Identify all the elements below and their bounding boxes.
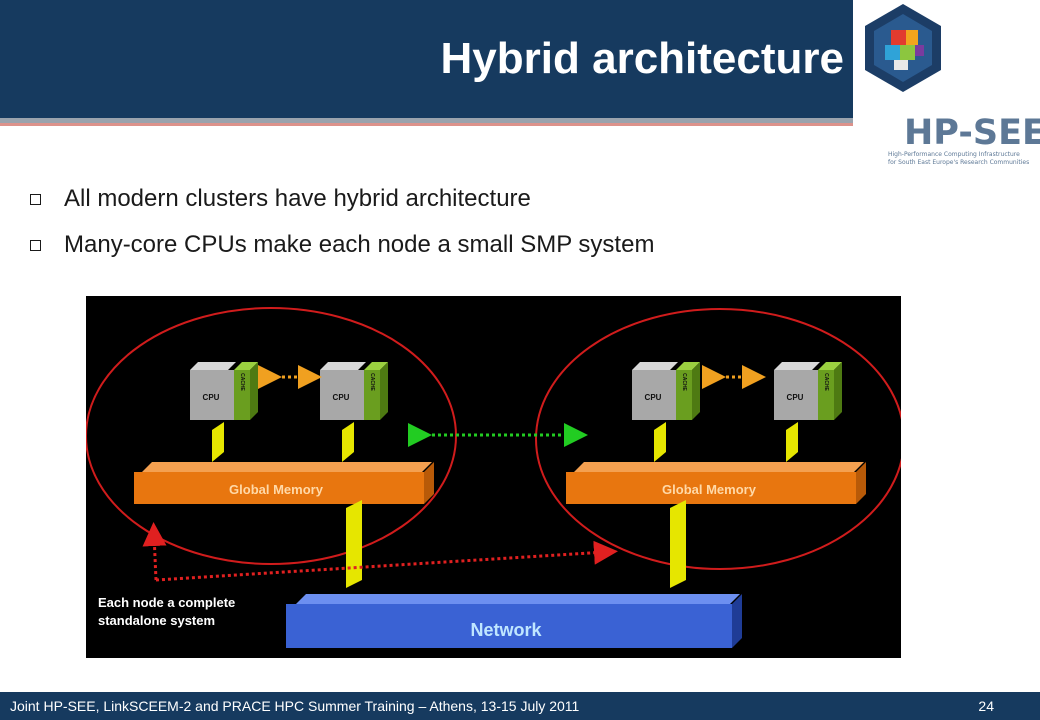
- title-divider-accent: [0, 123, 853, 126]
- node-boundary: [86, 307, 457, 565]
- title-divider: [0, 118, 853, 123]
- network-block: Network: [286, 594, 742, 648]
- logo-subtitle-1: High-Performance Computing Infrastructur…: [888, 151, 1020, 158]
- bullet-item: Many-core CPUs make each node a small SM…: [30, 222, 654, 268]
- cpu-block: CPU CACHE: [190, 362, 258, 420]
- cache-label: CACHE: [823, 373, 829, 391]
- footer-text: Joint HP-SEE, LinkSCEEM-2 and PRACE HPC …: [10, 698, 580, 714]
- memory-label: Global Memory: [229, 482, 324, 497]
- hybrid-architecture-diagram: CPU CACHE CPU CACHE Global Memory: [86, 296, 901, 658]
- square-bullet-icon: [30, 239, 41, 251]
- annotation-pointer: [155, 540, 618, 582]
- square-bullet-icon: [30, 193, 41, 205]
- cpu-label: CPU: [645, 393, 662, 402]
- title-bar: [0, 0, 853, 118]
- cpu-label: CPU: [203, 393, 220, 402]
- node-boundary: [535, 308, 901, 570]
- hp-see-logo: HP-SEE High-Performance Computing Infras…: [858, 0, 1040, 170]
- bullet-item: All modern clusters have hybrid architec…: [30, 176, 654, 222]
- footer-bar: Joint HP-SEE, LinkSCEEM-2 and PRACE HPC …: [0, 692, 1040, 720]
- cpu-block: CPU CACHE: [774, 362, 842, 420]
- cpu-label: CPU: [333, 393, 350, 402]
- cpu-memory-arrow: [786, 422, 798, 462]
- global-memory-block: Global Memory: [566, 462, 866, 504]
- cpu-memory-arrow: [212, 422, 224, 462]
- annotation-line-2: standalone system: [98, 613, 215, 628]
- cache-label: CACHE: [681, 373, 687, 391]
- logo-text: HP-SEE: [904, 113, 1040, 153]
- logo-subtitle-2: for South East Europe's Research Communi…: [888, 159, 1029, 166]
- cache-label: CACHE: [239, 373, 245, 391]
- node-1: CPU CACHE CPU CACHE Global Memory: [86, 307, 457, 588]
- bullet-list: All modern clusters have hybrid architec…: [30, 176, 654, 268]
- annotation-line-1: Each node a complete: [98, 595, 235, 610]
- node-2: CPU CACHE CPU CACHE Global Memory: [535, 308, 901, 588]
- memory-label: Global Memory: [662, 482, 757, 497]
- global-memory-block: Global Memory: [134, 462, 434, 504]
- network-label: Network: [470, 620, 542, 640]
- memory-network-arrow: [346, 500, 362, 588]
- bullet-text: All modern clusters have hybrid architec…: [64, 185, 531, 212]
- cpu-block: CPU CACHE: [320, 362, 388, 420]
- memory-network-arrow: [670, 500, 686, 588]
- slide-title: Hybrid architecture: [440, 34, 844, 83]
- bullet-text: Many-core CPUs make each node a small SM…: [64, 231, 655, 258]
- cache-label: CACHE: [369, 373, 375, 391]
- cpu-memory-arrow: [342, 422, 354, 462]
- cpu-label: CPU: [787, 393, 804, 402]
- page-number: 24: [978, 698, 994, 714]
- cpu-memory-arrow: [654, 422, 666, 462]
- annotation-pointer: [142, 522, 167, 581]
- cpu-block: CPU CACHE: [632, 362, 700, 420]
